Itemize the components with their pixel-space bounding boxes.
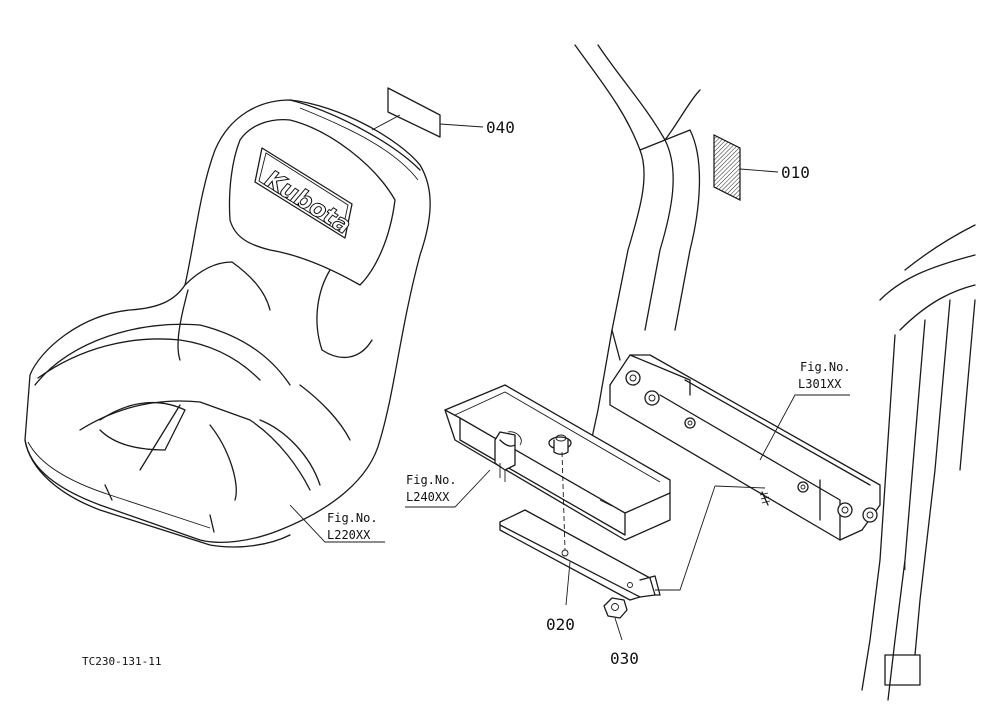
leader-lines (289, 123, 850, 641)
fig-ref-frame-prefix: Fig.No. (800, 360, 851, 374)
fig-ref-seat-code: L220XX (327, 528, 371, 542)
fig-ref-seat-prefix: Fig.No. (327, 511, 378, 525)
nut-030 (603, 597, 628, 619)
callout-030: 030 (610, 649, 639, 668)
callout-040: 040 (486, 118, 515, 137)
diagram-code: TC230-131-11 (82, 655, 161, 668)
decal-040 (371, 87, 441, 138)
storage-box (444, 384, 671, 541)
fig-ref-frame-code: L301XX (798, 377, 842, 391)
rops-frame (574, 44, 976, 701)
bracket-020 (499, 451, 661, 601)
callout-010: 010 (781, 163, 810, 182)
callout-020: 020 (546, 615, 575, 634)
fig-ref-box-code: L240XX (406, 490, 450, 504)
seat: Kubota (24, 99, 431, 548)
decal-010 (713, 134, 741, 201)
fig-ref-box-prefix: Fig.No. (406, 473, 457, 487)
